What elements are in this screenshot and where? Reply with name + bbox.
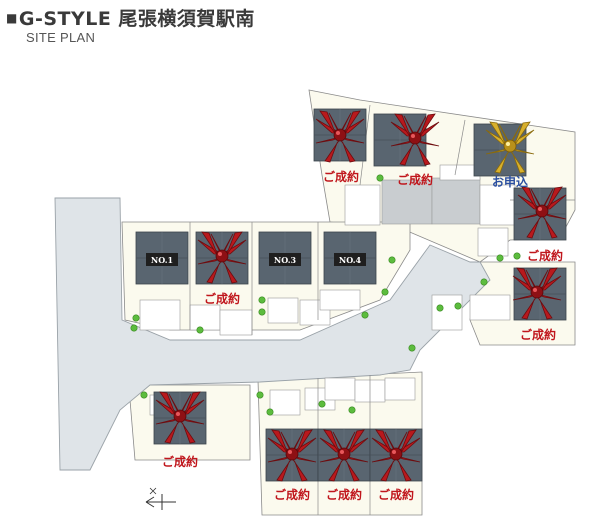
page-subtitle: SITE PLAN — [26, 30, 96, 45]
sold-label: ご成約 — [326, 487, 362, 502]
sold-label: ご成約 — [520, 327, 556, 342]
status-labels: ご成約 ご成約 お申込 ご成約 ご成約 ご成約 ご成約 ご成約 ご成約 ご成約 — [162, 169, 563, 502]
plate-no4 — [334, 253, 366, 266]
title-text: G-STYLE 尾張横須賀駅南 — [18, 8, 255, 30]
sold-label: ご成約 — [204, 291, 240, 306]
plate-no4-text: NO.4 — [339, 255, 362, 265]
plate-no1 — [146, 253, 178, 266]
sold-label: ご成約 — [162, 454, 198, 469]
plate-no3 — [269, 253, 301, 266]
sold-label: ご成約 — [397, 172, 433, 187]
road-network — [54, 197, 491, 471]
sold-label: ご成約 — [527, 248, 563, 263]
applied-label: お申込 — [492, 174, 528, 189]
main-road — [54, 197, 491, 471]
sold-label: ご成約 — [378, 487, 414, 502]
lot-number-plates: NO.1 NO.3 NO.4 — [146, 253, 366, 266]
title-square-mark: ■ — [6, 11, 18, 25]
page-title: ■G-STYLE 尾張横須賀駅南 — [6, 4, 255, 31]
plate-no3-text: NO.3 — [274, 255, 297, 265]
sold-label: ご成約 — [323, 169, 359, 184]
north-arrow-icon — [145, 487, 176, 510]
sold-label: ご成約 — [274, 487, 310, 502]
plate-no1-text: NO.1 — [151, 255, 173, 265]
